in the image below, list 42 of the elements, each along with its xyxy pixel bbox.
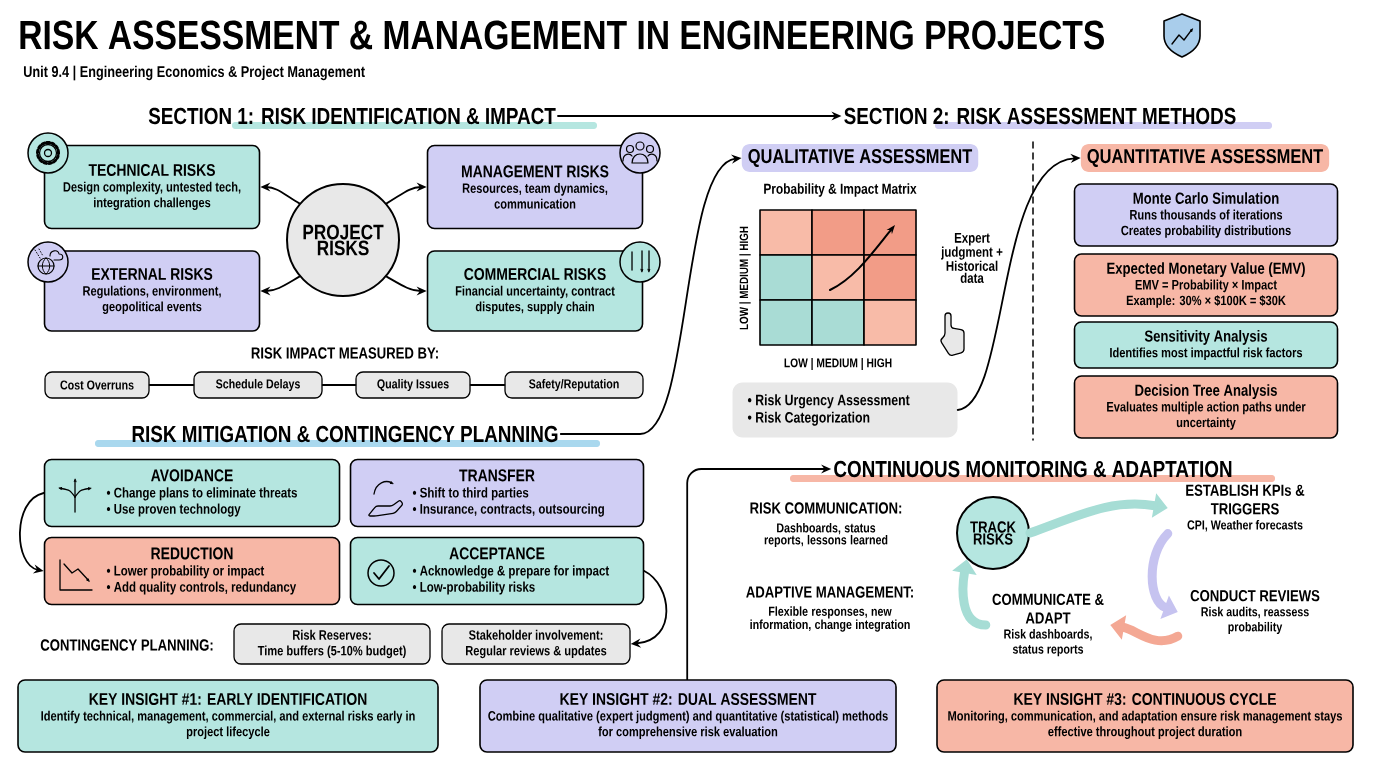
strategy-card: TRANSFER • Shift to third parties • Insurance, contracts, outsourcing — [349, 458, 645, 528]
step-text: CONDUCT REVIEWS Risk audits, reassess probability — [1190, 590, 1320, 634]
section-label: RISK IMPACT MEASURED BY: — [251, 347, 438, 359]
axis-label: LOW | MEDIUM | HIGH — [784, 358, 892, 370]
section-banner: QUALITATIVE ASSESSMENT — [741, 144, 979, 172]
note-box: • Risk Urgency Assessment • Risk Categorization — [732, 382, 958, 438]
method-card: Expected Monetary Value (EMV) EMV = Probability × Impact Example: 30% × $100K = $30K — [1073, 253, 1339, 317]
item-text: Flexible responses, new information, change integration — [750, 606, 910, 632]
impact-pill: Schedule Delays — [193, 371, 323, 399]
info-box: Risk Reserves: Time buffers (5-10% budget) — [233, 623, 431, 665]
impact-pill: Cost Overruns — [44, 371, 150, 399]
item-heading: RISK COMMUNICATION: — [750, 502, 902, 514]
step-text: ESTABLISH KPIs & TRIGGERS CPI, Weather forecasts — [1186, 484, 1305, 532]
subtitle: Unit 9.4 | Engineering Economics & Project Management — [24, 65, 365, 81]
insight-card: KEY INSIGHT #3: CONTINUOUS CYCLE Monitoring, communication, and adaptation ensure risk management stays effective throughout project duration — [936, 679, 1354, 753]
axis-label: LOW | MEDIUM | HIGH — [739, 226, 751, 330]
risk-card: COMMERCIAL RISKS Financial uncertainty, contract disputes, supply chain — [426, 250, 644, 332]
strategy-card: ACCEPTANCE • Acknowledge & prepare for impact • Low-probability risks — [349, 536, 645, 606]
insight-card: KEY INSIGHT #1: EARLY IDENTIFICATION Identify technical, management, commercial, and external risks early in project lifecycle — [17, 679, 439, 753]
strategy-card: REDUCTION • Lower probability or impact • Add quality controls, redundancy — [43, 536, 341, 606]
impact-pill: Safety/Reputation — [504, 371, 644, 399]
item-text: Dashboards, status reports, lessons learned — [764, 522, 888, 548]
item-heading: ADAPTIVE MANAGEMENT: — [746, 586, 913, 598]
risk-card: TECHNICAL RISKS Design complexity, untested tech, integration challenges — [43, 144, 261, 230]
strategy-card: AVOIDANCE • Change plans to eliminate threats • Use proven technology — [43, 458, 341, 528]
method-card: Sensitivity Analysis Identifies most impactful risk factors — [1073, 321, 1339, 369]
section-banner: QUANTITATIVE ASSESSMENT — [1080, 144, 1330, 172]
title: RISK ASSESSMENT & MANAGEMENT IN ENGINEERING PROJECTS — [20, 20, 1104, 50]
note-text: Expert judgment + Historical data — [941, 233, 1003, 283]
info-box: Stakeholder involvement: Regular reviews & updates — [441, 623, 631, 665]
section-heading: RISK MITIGATION & CONTINGENCY PLANNING — [95, 425, 600, 447]
method-card: Monte Carlo Simulation Runs thousands of iterations Creates probability distributions — [1073, 183, 1339, 247]
method-card: Decision Tree Analysis Evaluates multiple action paths under uncertainty — [1073, 375, 1339, 439]
risk-card: EXTERNAL RISKS Regulations, environment, geopolitical events — [43, 250, 261, 332]
section-heading: CONTINUOUS MONITORING & ADAPTATION — [790, 460, 1275, 482]
risk-card: MANAGEMENT RISKS Resources, team dynamics, communication — [426, 144, 644, 230]
section-label: CONTINGENCY PLANNING: — [40, 639, 213, 651]
impact-pill: Quality Issues — [355, 371, 471, 399]
step-text: COMMUNICATE & ADAPT Risk dashboards, status reports — [992, 593, 1104, 657]
section-heading: SECTION 1: RISK IDENTIFICATION & IMPACT — [148, 107, 597, 129]
section-heading: SECTION 2: RISK ASSESSMENT METHODS — [844, 107, 1272, 129]
insight-card: KEY INSIGHT #2: DUAL ASSESSMENT Combine qualitative (expert judgment) and quantitative (statistical) methods for comprehensive risk evaluation — [479, 679, 897, 753]
